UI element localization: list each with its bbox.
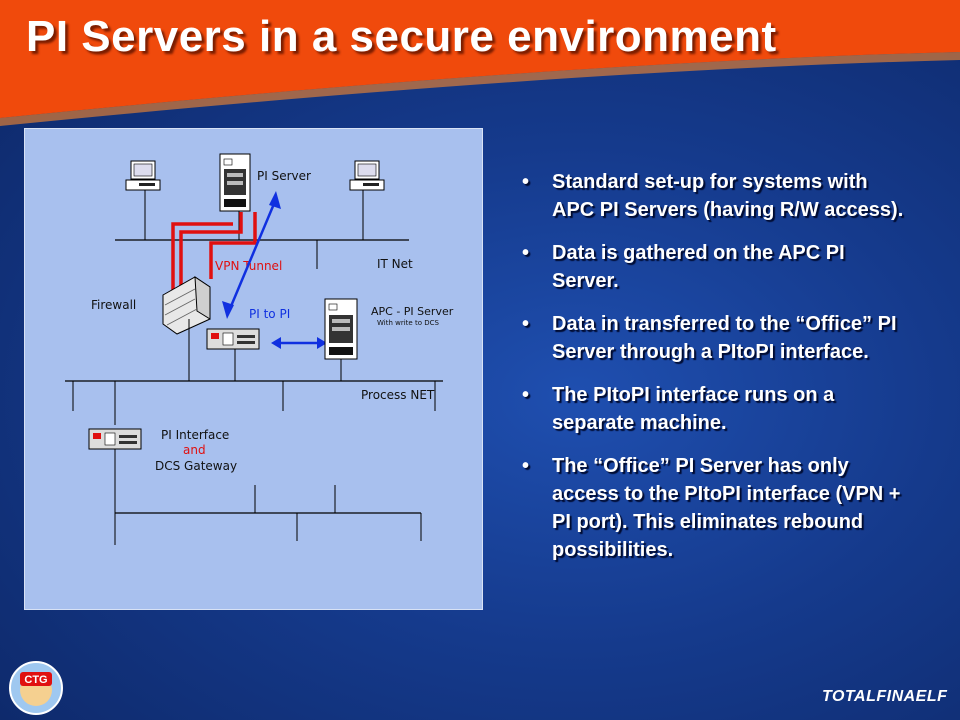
workstation-right [349,160,385,191]
label-it-net: IT Net [377,257,413,271]
label-dcs-gateway: DCS Gateway [155,459,237,473]
totalfinaelf-logo: TOTALFINAELF [822,688,948,705]
it-net-bus [115,189,409,269]
label-pi-to-pi: PI to PI [249,307,290,321]
pi-to-pi-arrow [222,191,281,319]
label-apc-sub: With write to DCS [377,319,439,327]
bullet-item: •Standard set-up for systems with APC PI… [522,171,904,221]
dcs-bus [114,449,422,545]
diagram-canvas: PI Server VPN Tunnel IT Net Firewall [65,153,454,545]
bullet-item: •Data in transferred to the “Office” PI … [522,313,897,363]
bullet-list: •Standard set-up for systems with APC PI… [520,168,910,579]
pitopi-link-arrow [271,337,327,349]
label-pi-server: PI Server [257,169,311,183]
label-and: and [183,443,206,457]
bullet-item: •The “Office” PI Server has only access … [522,455,901,561]
network-diagram: PI Server VPN Tunnel IT Net Firewall [24,128,483,610]
pi-server-icon [219,153,251,212]
label-pi-interface: PI Interface [161,428,229,442]
vpn-tunnel-line [171,212,257,299]
firewall-icon [162,276,211,335]
label-apc-server: APC - PI Server [371,305,454,318]
bullet-item: •Data is gathered on the APC PI Server. [522,242,845,292]
pi-interface-icon [88,428,142,450]
svg-text:CTG: CTG [24,674,47,686]
process-net-bus [65,319,443,425]
workstation-left [125,160,161,191]
title-band [0,0,960,126]
bullet-item: •The PItoPI interface runs on a separate… [522,384,835,434]
pitopi-interface-icon [206,328,260,350]
label-process-net: Process NET [361,388,435,402]
label-firewall: Firewall [91,298,136,312]
ctg-logo: CTG [9,661,63,715]
apc-server-icon [324,298,358,360]
slide-title: PI Servers in a secure environment [26,12,777,61]
